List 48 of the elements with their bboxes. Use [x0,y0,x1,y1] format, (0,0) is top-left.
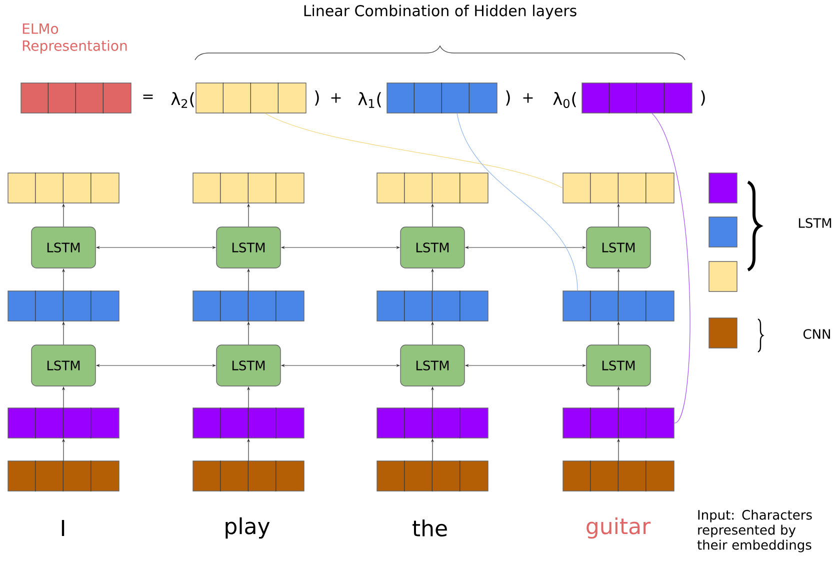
vector-bar [192,460,304,492]
vector-bar [20,82,132,114]
connector-curve [652,113,690,424]
color-swatch [708,318,738,348]
connector-curve [456,113,578,291]
lstm-box: LSTM [31,344,96,386]
word-label: guitar [586,517,651,539]
vector-bar [562,407,674,439]
vector-bar [8,172,120,204]
bar-label: ELMo Representation [22,24,127,54]
vector-bar [196,82,306,114]
vector-bar [376,460,488,492]
vector-bar [562,290,674,322]
vector-bar [8,460,120,492]
vector-bar [8,290,120,322]
vector-bar [192,172,304,204]
equation-symbol: = [143,94,153,99]
title: Linear Combination of Hidden layers [304,4,576,20]
vector-bar [562,460,674,492]
vector-bar [376,407,488,439]
brace-label: LSTM [798,218,832,228]
note: Input: Characters represented by their embeddings [697,510,812,552]
equation-symbol: λ$_{2}$( [171,92,194,108]
lstm-box: LSTM [216,344,281,386]
lstm-box: LSTM [400,226,465,268]
vector-bar [192,407,304,439]
color-swatch [708,172,738,204]
word-label: I [62,520,64,536]
lstm-box: LSTM [586,226,651,268]
lstm-box: LSTM [586,344,651,386]
lstm-box: LSTM [31,226,96,268]
equation-symbol: + [523,93,533,103]
equation-symbol: + [331,93,341,103]
lstm-box: LSTM [400,344,465,386]
vector-bar [376,172,488,204]
word-label: the [412,519,447,536]
color-swatch [708,216,738,248]
connector-curve [264,113,563,188]
vector-bar [582,82,692,114]
vector-bar [376,290,488,322]
color-swatch [708,261,738,292]
vector-bar [562,172,674,204]
brace-label: CNN [803,329,830,339]
vector-bar [192,290,304,322]
word-label: play [226,517,270,539]
vector-bar [8,407,120,439]
vector-bar [386,82,498,114]
lstm-box: LSTM [216,226,281,268]
